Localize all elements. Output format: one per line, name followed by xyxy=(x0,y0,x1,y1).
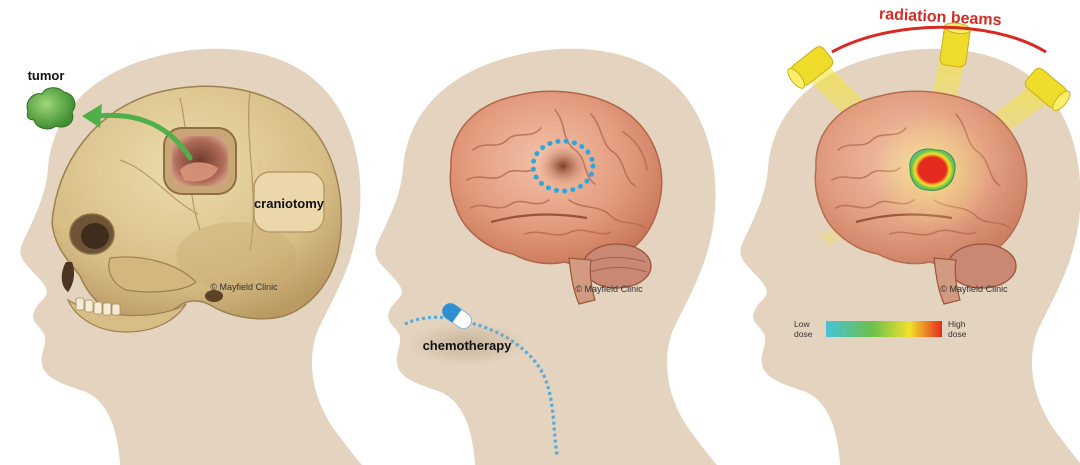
credit-text: © Mayfield Clinic xyxy=(940,284,1008,294)
credit-text: © Mayfield Clinic xyxy=(575,284,643,294)
surgery-panel: craniotomy tumor © Mayfield Clinic xyxy=(20,49,362,465)
tumor-label: tumor xyxy=(28,68,65,83)
cerebellum xyxy=(948,244,1016,288)
dose-legend-low-line2: dose xyxy=(794,329,813,339)
tumor-blob xyxy=(27,88,75,129)
dose-legend-low-line1: Low xyxy=(794,319,810,329)
radiation-panel: radiation beams © Mayfield Clinic Low do… xyxy=(740,6,1080,465)
resection-cavity xyxy=(539,146,587,186)
radiation-arc xyxy=(832,27,1046,52)
chemotherapy-label: chemotherapy xyxy=(423,338,513,353)
chemotherapy-panel: © Mayfield Clinic chemotherapy xyxy=(375,49,717,465)
cerebellum xyxy=(583,244,651,288)
dose-legend-high-line1: High xyxy=(948,319,966,329)
dose-target xyxy=(910,149,955,190)
radiation-beams-label: radiation beams xyxy=(879,6,1003,29)
dose-gradient-bar xyxy=(826,321,942,337)
eye-socket-inner xyxy=(81,223,109,249)
dose-legend-high-line2: dose xyxy=(948,329,967,339)
credit-text: © Mayfield Clinic xyxy=(210,282,278,292)
craniotomy-label: craniotomy xyxy=(254,196,325,211)
